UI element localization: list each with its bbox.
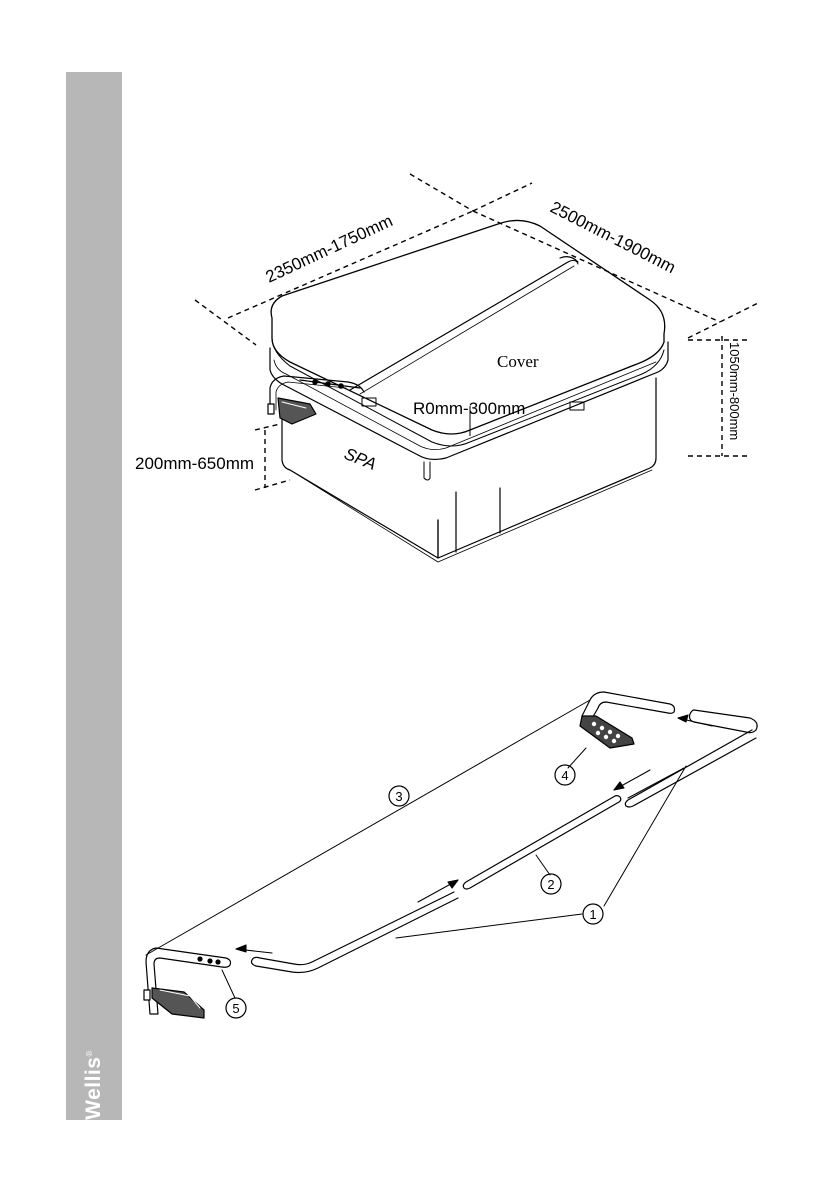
lift-height-label: 200mm-650mm: [135, 454, 254, 473]
part-3-line: [146, 700, 590, 955]
callout-3-label: 3: [395, 789, 402, 804]
spa-cover: [271, 220, 665, 480]
lifter-assembly-figure: [144, 692, 757, 1018]
rear-tube: [252, 692, 758, 973]
callout-5-label: 5: [232, 1001, 239, 1016]
direction-arrows: [236, 715, 712, 953]
callout-leaders: [222, 748, 686, 998]
width-dimension-label: 2350mm-1750mm: [263, 211, 396, 287]
height-dimension-label: 1050mm-800mm: [727, 342, 742, 440]
callout-2-label: 2: [547, 877, 554, 892]
corner-radius-label: R0mm-300mm: [413, 399, 525, 418]
rear-bracket: [580, 716, 634, 748]
dimension-lines: [195, 174, 760, 490]
part-2-tube: [463, 796, 620, 889]
cover-lifter: [268, 376, 364, 424]
depth-dimension-label: 2500mm-1900mm: [547, 198, 679, 278]
callout-4-label: 4: [561, 768, 568, 783]
spa-label: SPA: [342, 444, 379, 474]
cover-label: Cover: [497, 352, 539, 371]
front-lifter: [144, 948, 231, 1018]
callout-1-label: 1: [589, 907, 596, 922]
